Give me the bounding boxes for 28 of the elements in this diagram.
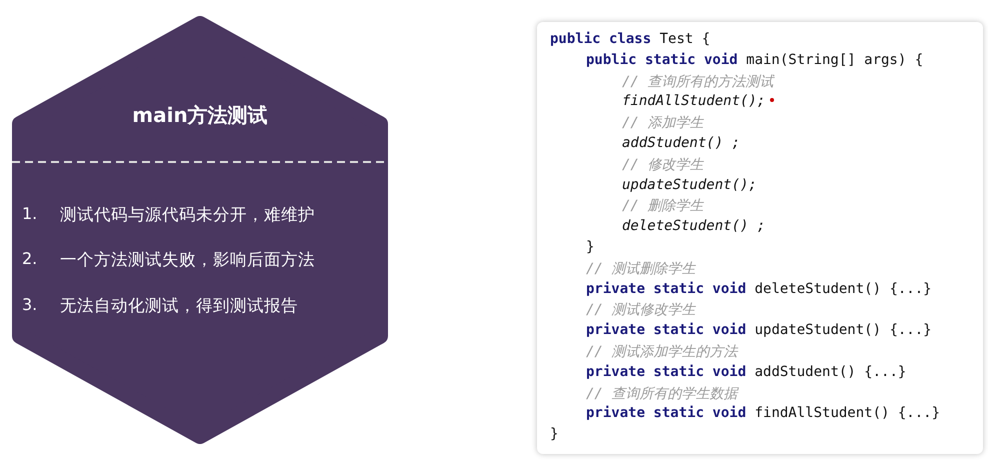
code-comment: // 添加学生 <box>622 114 704 132</box>
code-comment: // 删除学生 <box>622 197 704 216</box>
code-comment: // 测试删除学生 <box>586 260 696 278</box>
list-number: 3. <box>22 295 38 314</box>
code-line: private static void deleteStudent() {...} <box>586 280 932 297</box>
code-line: private static void addStudent() {...} <box>586 364 906 380</box>
code-line: private static void updateStudent() {...} <box>586 322 932 338</box>
list-number: 2. <box>22 249 38 268</box>
list-number: 1. <box>22 204 38 223</box>
code-comment: // 查询所有的方法测试 <box>622 72 774 91</box>
code-line: findAllStudent(); <box>622 93 766 110</box>
list-item: 测试代码与源代码未分开，难维护 <box>60 204 315 226</box>
code-panel <box>537 22 983 454</box>
code-line: deleteStudent() ; <box>622 218 766 234</box>
code-line: } <box>586 239 594 255</box>
code-comment: // 测试修改学生 <box>586 301 696 320</box>
code-line: } <box>550 426 558 442</box>
code-line: addStudent() ; <box>622 135 740 151</box>
code-comment: // 修改学生 <box>622 156 704 174</box>
title: main方法测试 <box>131 102 269 129</box>
list-item: 一个方法测试失败，影响后面方法 <box>60 249 315 271</box>
code-line: public class Test { <box>550 31 710 47</box>
list-item: 无法自动化测试，得到测试报告 <box>60 295 298 317</box>
code-line: public static void main(String[] args) { <box>586 52 924 68</box>
code-line: updateStudent(); <box>622 176 757 193</box>
code-comment: // 测试添加学生的方法 <box>586 343 738 361</box>
code-line: private static void findAllStudent() {...} <box>586 405 940 422</box>
code-comment: // 查询所有的学生数据 <box>586 384 738 403</box>
